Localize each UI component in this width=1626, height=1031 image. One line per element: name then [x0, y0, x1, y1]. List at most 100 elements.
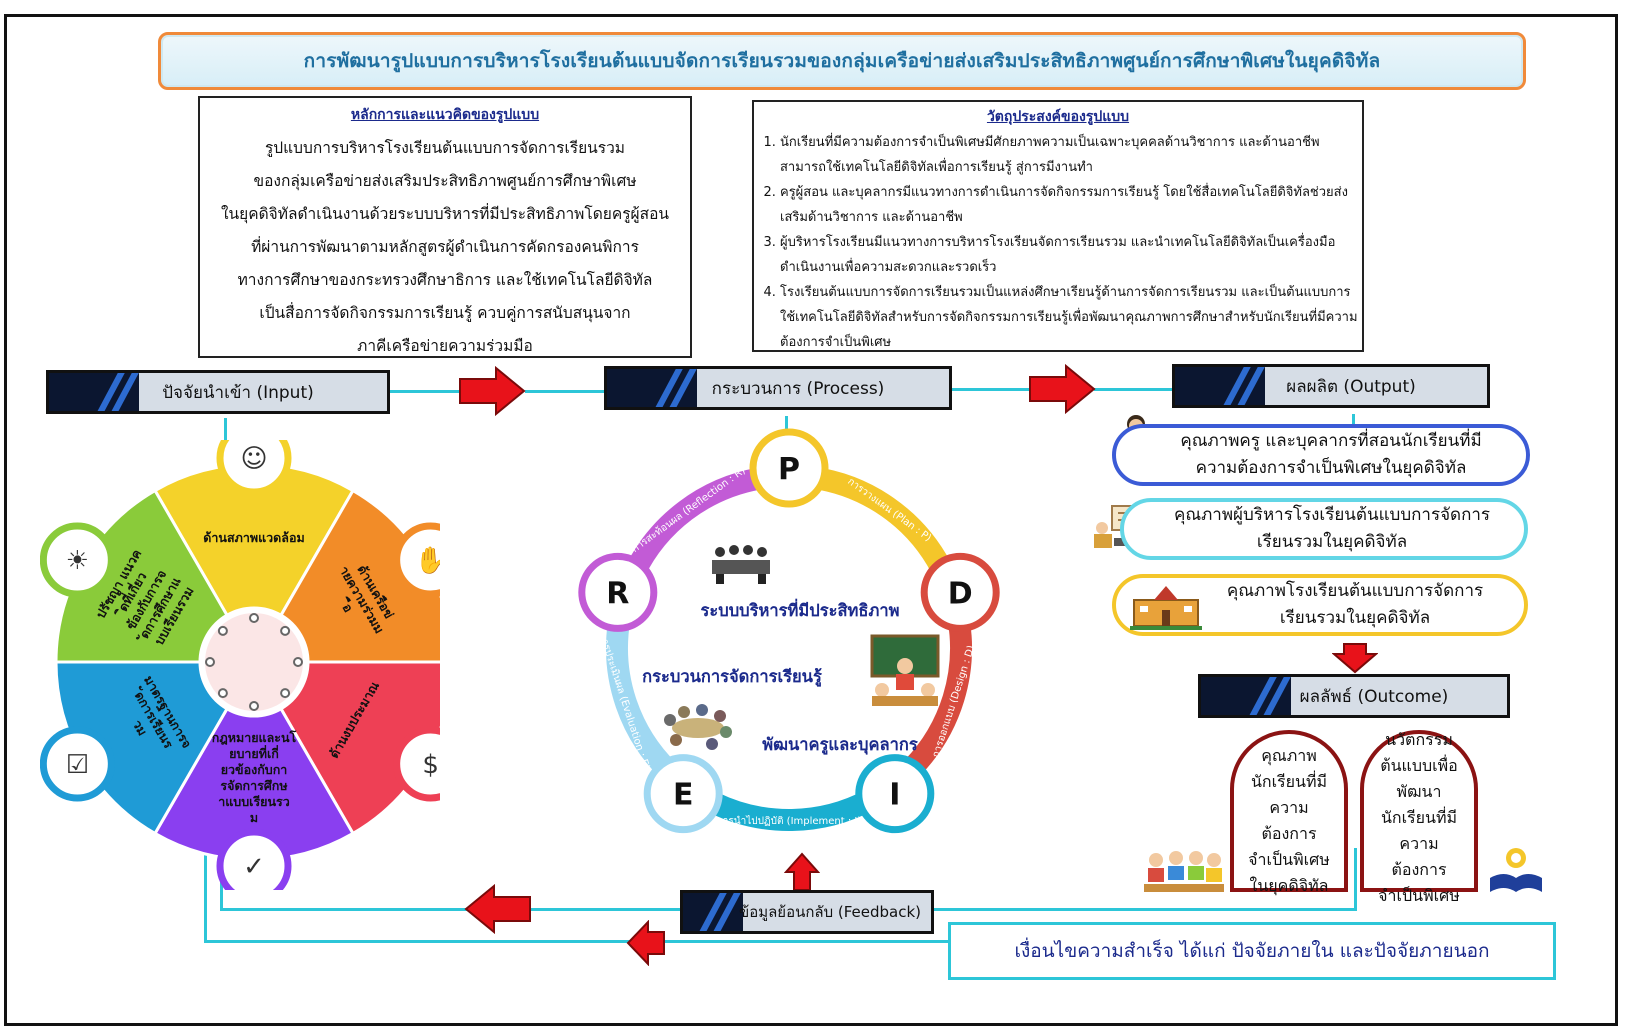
process-letter-circle: [578, 552, 658, 632]
wheel-dot: [217, 688, 228, 699]
lightbulb-icon: [40, 522, 115, 598]
outcome-header-label: ผลลัพธ์ (Outcome): [1299, 686, 1449, 707]
success-condition-box: เงื่อนไขความสำเร็จ ได้แก่ ปัจจัยภายใน แล…: [948, 922, 1556, 980]
connector-line: [950, 388, 1030, 391]
process-letter-circle: [749, 428, 829, 508]
process-header-label: กระบวนการ (Process): [711, 378, 885, 399]
arrow-up-icon: [784, 852, 820, 891]
connector-line: [1352, 414, 1355, 424]
process-header: กระบวนการ (Process): [604, 366, 952, 410]
output-administrator-quality: คุณภาพผู้บริหารโรงเรียนต้นแบบการจัดการเร…: [1120, 498, 1528, 560]
feedback-line: [1354, 848, 1357, 910]
principles-box: หลักการและแนวคิดของรูปแบบ รูปแบบการบริหา…: [198, 96, 692, 358]
feedback-header: ข้อมูลย้อนกลับ (Feedback): [680, 890, 934, 934]
process-letter: I: [889, 778, 900, 813]
process-arc: [606, 622, 678, 780]
checklist-icon-glyph: ☑: [66, 750, 89, 780]
principles-line: ในยุคดิจิทัลดำเนินงานด้วยระบบบริหารที่มี…: [220, 205, 669, 223]
arrow-left-icon: [626, 920, 665, 966]
success-condition-text: เงื่อนไขความสำเร็จ ได้แก่ ปัจจัยภายใน แล…: [1014, 940, 1490, 962]
process-letter: E: [673, 778, 694, 813]
connector-line: [388, 390, 460, 393]
output-header-label: ผลผลิต (Output): [1286, 376, 1416, 397]
wheel-dot: [280, 688, 291, 699]
diagram-frame: [4, 14, 1618, 1026]
objectives-heading: วัตถุประสงค์ของรูปแบบ: [986, 109, 1130, 125]
connector-line: [525, 390, 605, 393]
wheel-dot: [280, 625, 291, 636]
money-icon: [393, 726, 440, 802]
checklist-icon: [40, 726, 115, 802]
process-inner-text: กระบวนการจัดการเรียนรู้: [642, 667, 822, 688]
process-arc: [708, 790, 875, 831]
arrow-down-icon: [1332, 643, 1378, 674]
open-book-idea-icon: [1490, 848, 1542, 892]
document-shield-icon-glyph: ✓: [243, 852, 265, 882]
process-step-label: การนำไปปฏิบัติ (Implement : I): [717, 815, 862, 827]
objective-item: ครูผู้สอน และบุคลากรมีแนวทางการดำเนินการ…: [780, 180, 1362, 230]
process-arc: [904, 616, 972, 776]
wheel-dot: [249, 701, 259, 711]
input-segment-label: กฎหมายและนโยบายที่เกี่ยวข้องกับการจัดการ…: [212, 730, 297, 825]
wheel-dot: [205, 657, 215, 667]
students-group-icon: [1144, 851, 1224, 892]
arrow-right-icon: [459, 366, 526, 416]
wheel-dot: [217, 625, 228, 636]
school-building-icon: [1130, 586, 1202, 630]
wheel-center: [199, 607, 309, 717]
diagram-title: การพัฒนารูปแบบการบริหารโรงเรียนต้นแบบจัด…: [158, 32, 1526, 90]
process-arc: [624, 467, 762, 578]
process-cycle: การวางแผน (Plan : P)การออกแบบ (Design : …: [578, 428, 1000, 834]
principles-line: รูปแบบการบริหารโรงเรียนต้นแบบการจัดการเร…: [264, 139, 626, 157]
arrow-left-icon: [464, 884, 531, 934]
hands-icon: [393, 522, 440, 598]
document-shield-icon: [216, 828, 292, 890]
process-letter-circle: [643, 754, 723, 834]
lightbulb-icon-glyph: ☀: [66, 546, 89, 576]
money-icon-glyph: $: [422, 750, 439, 780]
process-step-label: การสะท้อนผล (Reflection : R): [629, 464, 747, 554]
input-header-label: ปัจจัยนำเข้า (Input): [162, 382, 314, 403]
process-inner-text: ระบบบริหารที่มีประสิทธิภาพ: [701, 598, 900, 620]
process-letter: D: [948, 576, 973, 611]
process-letter: R: [606, 576, 629, 611]
meeting-table-icon: [712, 545, 770, 584]
process-arc: [811, 466, 951, 573]
principles-line: เป็นสื่อการจัดกิจกรรมการเรียนรู้ ควบคู่ก…: [259, 304, 631, 322]
process-step-label: การวางแผน (Plan : P): [845, 476, 933, 544]
objectives-list: นักเรียนที่มีความต้องการจำเป็นพิเศษมีศัก…: [754, 130, 1362, 355]
wheel-dot: [293, 657, 303, 667]
outcome-header: ผลลัพธ์ (Outcome): [1198, 674, 1510, 718]
objective-item: โรงเรียนต้นแบบการจัดการเรียนรวมเป็นแหล่ง…: [780, 280, 1362, 355]
objectives-box: วัตถุประสงค์ของรูปแบบ นักเรียนที่มีความต…: [752, 100, 1364, 352]
principles-line: ภาคีเครือข่ายความร่วมมือ: [357, 337, 533, 355]
process-letter-circle: [855, 754, 935, 834]
principles-line: ทางการศึกษาของกระทรวงศึกษาธิการ และใช้เท…: [237, 271, 653, 289]
feedback-header-label: ข้อมูลย้อนกลับ (Feedback): [738, 903, 922, 921]
process-letter-circle: [920, 552, 1000, 632]
objective-item: นักเรียนที่มีความต้องการจำเป็นพิเศษมีศัก…: [780, 130, 1362, 180]
objective-item: ผู้บริหารโรงเรียนมีแนวทางการบริหารโรงเรี…: [780, 230, 1362, 280]
arrow-right-icon: [1029, 364, 1096, 414]
meeting-icon: [216, 440, 292, 496]
principles-line: ของกลุ่มเครือข่ายส่งเสริมประสิทธิภาพศูนย…: [253, 172, 637, 190]
connector-line: [785, 416, 788, 432]
input-header: ปัจจัยนำเข้า (Input): [46, 370, 390, 414]
staff-meeting-icon: [664, 704, 732, 750]
outcome-student-quality: คุณภาพนักเรียนที่มีความต้องการจำเป็นพิเศ…: [1230, 730, 1348, 895]
input-wheel: ด้านสภาพแวดล้อม☺ด้านเครือข่ายความร่วมมือ…: [40, 440, 440, 890]
principles-heading: หลักการและแนวคิดของรูปแบบ: [350, 107, 540, 123]
wheel-dot: [249, 613, 259, 623]
principles-line: ที่ผ่านการพัฒนาตามหลักสูตรผู้ดำเนินการคั…: [251, 238, 639, 256]
hands-icon-glyph: ✋: [414, 545, 440, 576]
input-segment-label: ด้านสภาพแวดล้อม: [203, 530, 304, 545]
connector-line: [1094, 388, 1174, 391]
output-header: ผลผลิต (Output): [1172, 364, 1490, 408]
condition-line: [204, 940, 950, 943]
process-inner-text: พัฒนาครูและบุคลากร: [762, 735, 918, 756]
condition-line: [204, 850, 207, 942]
teacher-classroom-icon: [870, 634, 940, 706]
output-teacher-quality: คุณภาพครู และบุคลากรที่สอนนักเรียนที่มีค…: [1112, 424, 1530, 486]
outcome-innovation: นวัตกรรมต้นแบบเพื่อพัฒนานักเรียนที่มีควา…: [1360, 730, 1478, 905]
meeting-icon-glyph: ☺: [240, 444, 267, 474]
